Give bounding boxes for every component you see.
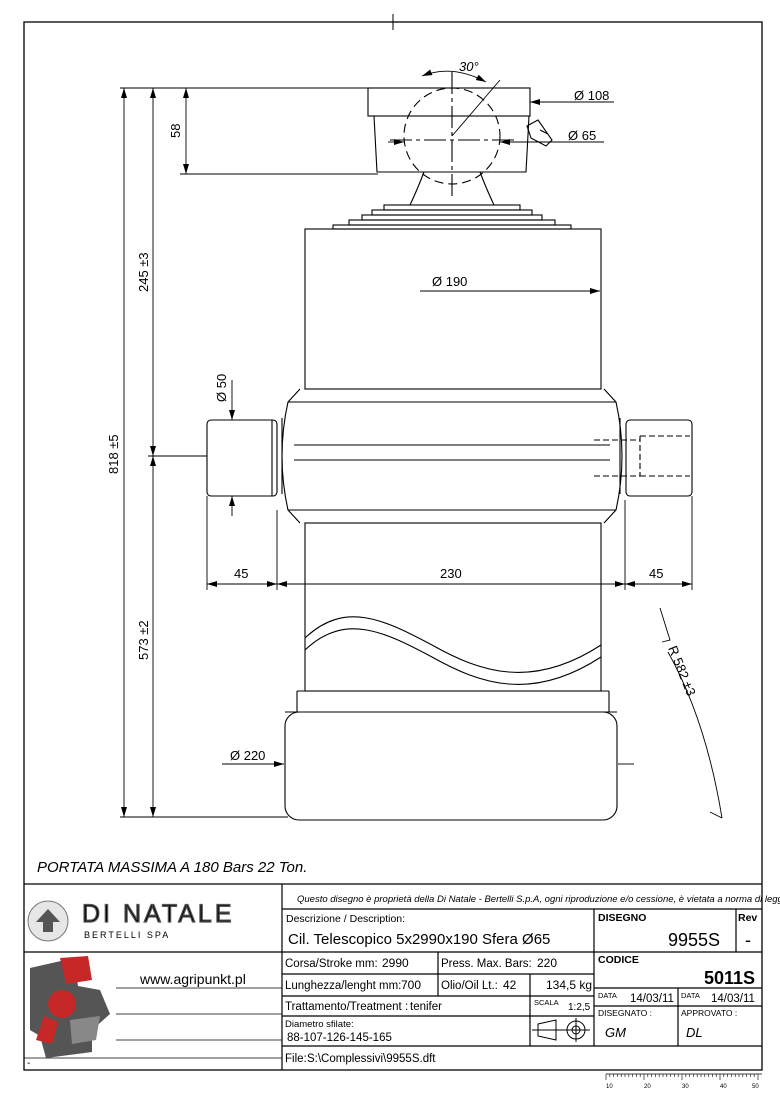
code-label: CODICE bbox=[598, 954, 639, 966]
head-housing-lower bbox=[368, 115, 530, 173]
diameters-value: 88-107-126-145-165 bbox=[287, 1032, 392, 1044]
drawn-by-value: GM bbox=[605, 1025, 626, 1040]
base-cap bbox=[284, 711, 618, 821]
watermark-logo-icon bbox=[30, 956, 110, 1058]
dim-45-left: 45 bbox=[234, 566, 248, 581]
oil-label: Olio/Oil Lt.: bbox=[441, 980, 498, 992]
head-housing bbox=[367, 87, 531, 117]
dim-818: 818 ±5 bbox=[106, 434, 121, 474]
pressure-label: Press. Max. Bars: bbox=[441, 958, 532, 970]
stage-2 bbox=[371, 209, 533, 216]
date-value-approved: 14/03/11 bbox=[711, 993, 755, 1005]
scale-label: SCALA bbox=[534, 998, 559, 1007]
code-value: 5011S bbox=[704, 968, 755, 988]
projection-symbol-icon bbox=[532, 1018, 590, 1042]
ruler-label-50: 50 bbox=[752, 1084, 759, 1090]
logo-subtitle: BERTELLI SPA bbox=[84, 930, 170, 940]
website-url: www.agripunkt.pl bbox=[139, 971, 246, 987]
dimension-lines bbox=[120, 69, 723, 819]
trunnion-pin-left bbox=[206, 419, 278, 497]
company-logo: DI NATALE BERTELLI SPA bbox=[27, 899, 235, 942]
barrel-lower bbox=[304, 522, 602, 692]
date-value-drawn: 14/03/11 bbox=[630, 993, 674, 1005]
dim-58: 58 bbox=[168, 124, 183, 138]
weight-value: 134,5 kg bbox=[546, 978, 592, 992]
barrel-upper bbox=[304, 228, 602, 390]
description-value: Cil. Telescopico 5x2990x190 Sfera Ø65 bbox=[288, 931, 550, 948]
ruler-label-30: 30 bbox=[682, 1084, 689, 1090]
scale-ruler: 10 20 30 40 50 bbox=[605, 1073, 762, 1090]
dim-45-right: 45 bbox=[649, 566, 663, 581]
approved-by-value: DL bbox=[686, 1025, 703, 1040]
approved-by-label: APPROVATO : bbox=[681, 1008, 737, 1018]
stage-5 bbox=[332, 224, 572, 230]
title-block-grid bbox=[24, 883, 762, 1070]
dim-230: 230 bbox=[440, 566, 462, 581]
dim-d50: Ø 50 bbox=[214, 374, 229, 402]
drawn-by-label: DISEGNATO : bbox=[598, 1008, 652, 1018]
cylinder-drawing bbox=[206, 72, 693, 821]
dim-radius: R 582 ±3 bbox=[665, 644, 699, 698]
dim-d65: Ø 65 bbox=[568, 128, 596, 143]
treatment-value: tenifer bbox=[410, 1001, 442, 1013]
length-value: 700 bbox=[401, 978, 421, 992]
date-label-approved: DATA bbox=[681, 991, 700, 1000]
dim-d108: Ø 108 bbox=[574, 88, 609, 103]
drawing-label: DISEGNO bbox=[598, 912, 646, 924]
ruler-label-20: 20 bbox=[644, 1084, 651, 1090]
diameters-label: Diametro sfilate: bbox=[285, 1019, 354, 1030]
capacity-note: PORTATA MASSIMA A 180 Bars 22 Ton. bbox=[37, 859, 307, 876]
logo-name: DI NATALE bbox=[82, 900, 235, 928]
description-label: Descrizione / Description: bbox=[286, 913, 405, 925]
stroke-value: 2990 bbox=[382, 956, 409, 970]
dim-d190: Ø 190 bbox=[432, 274, 467, 289]
trunnion-band bbox=[281, 401, 623, 511]
ownership-notice: Questo disegno è proprietà della Di Nata… bbox=[297, 894, 780, 905]
stage-4 bbox=[348, 219, 556, 226]
dim-d220: Ø 220 bbox=[230, 748, 265, 763]
dim-573: 573 ±2 bbox=[136, 620, 151, 660]
break-line bbox=[304, 616, 602, 673]
stroke-label: Corsa/Stroke mm: bbox=[285, 958, 378, 970]
grease-nipple bbox=[526, 119, 553, 147]
date-label-drawn: DATA bbox=[598, 991, 617, 1000]
ruler-label-10: 10 bbox=[606, 1084, 613, 1090]
stage-1 bbox=[383, 204, 521, 211]
rev-label: Rev bbox=[738, 912, 757, 924]
pressure-value: 220 bbox=[537, 956, 557, 970]
oil-value: 42 bbox=[503, 978, 517, 992]
scale-value: 1:2,5 bbox=[568, 1002, 591, 1013]
treatment-label: Trattamento/Treatment : bbox=[285, 1001, 408, 1013]
file-value: S:\Complessivi\9955S.dft bbox=[307, 1053, 436, 1065]
corner-mark: - bbox=[27, 1058, 30, 1069]
file-label: File: bbox=[285, 1053, 307, 1065]
drawing-value: 9955S bbox=[668, 930, 720, 950]
length-label: Lunghezza/lenght mm: bbox=[285, 980, 401, 992]
stage-3 bbox=[361, 214, 543, 221]
trunnion-pin-right bbox=[625, 419, 693, 497]
ruler-label-40: 40 bbox=[720, 1084, 727, 1090]
dim-angle: 30° bbox=[459, 59, 479, 74]
rev-value: - bbox=[745, 930, 751, 950]
dim-245: 245 ±3 bbox=[136, 252, 151, 292]
